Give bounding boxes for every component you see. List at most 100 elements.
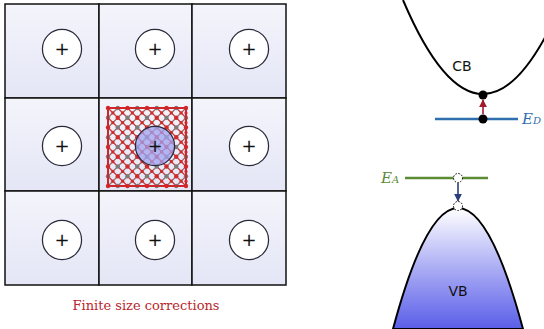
atom	[135, 125, 139, 129]
atom	[155, 174, 159, 178]
atom	[180, 121, 183, 124]
atom	[141, 180, 144, 183]
atom	[170, 170, 173, 173]
atom	[121, 131, 124, 134]
atom	[131, 180, 134, 183]
atom	[111, 111, 114, 114]
atom	[131, 160, 134, 163]
donor-level	[435, 118, 518, 121]
ion-circle: +	[228, 125, 270, 167]
atom	[121, 111, 124, 114]
atom	[174, 155, 178, 159]
atom	[170, 121, 173, 124]
atom	[111, 180, 114, 183]
atom	[174, 125, 178, 129]
charge-sign: +	[147, 40, 162, 58]
caption: Finite size corrections	[72, 298, 219, 313]
atom	[135, 164, 139, 168]
ion-circle: +	[134, 125, 176, 167]
ion-circle: +	[228, 219, 270, 261]
ion-circle: +	[228, 28, 270, 70]
atom	[180, 170, 183, 173]
atom	[164, 164, 168, 168]
atom	[121, 180, 124, 183]
grid-cell	[192, 98, 286, 191]
charge-sign: +	[241, 40, 256, 58]
atom	[111, 160, 114, 163]
atom	[111, 170, 114, 173]
atom	[141, 111, 144, 114]
charge-sign: +	[241, 137, 256, 155]
grid-cell	[99, 4, 192, 98]
charge-sign: +	[241, 231, 256, 249]
grid-cell	[99, 191, 192, 285]
acceptor-level	[405, 177, 488, 180]
atom	[180, 180, 183, 183]
ion-circle: +	[134, 219, 176, 261]
ion-circle: +	[41, 28, 83, 70]
acceptor-level-label: EA	[381, 169, 399, 187]
atom	[111, 141, 114, 144]
crystal-lattice	[106, 106, 188, 188]
donor-level-label: ED	[522, 110, 541, 128]
atom	[150, 170, 153, 173]
charge-sign: +	[147, 137, 162, 155]
ion-circle: +	[41, 125, 83, 167]
atom	[145, 174, 149, 178]
atom	[160, 121, 163, 124]
atom	[131, 131, 134, 134]
atom	[125, 155, 129, 159]
atom	[170, 111, 173, 114]
atom	[141, 170, 144, 173]
atom	[131, 170, 134, 173]
band-region: VB	[444, 282, 471, 300]
atom	[121, 141, 124, 144]
grid-cell	[5, 4, 99, 98]
valence-band	[393, 208, 523, 329]
atom	[174, 116, 178, 120]
atom	[135, 174, 139, 178]
atom	[121, 150, 124, 153]
excitation-arrow	[482, 100, 484, 114]
atom	[180, 160, 183, 163]
atom	[131, 150, 134, 153]
atom	[150, 121, 153, 124]
atom	[141, 121, 144, 124]
atom	[116, 174, 120, 178]
atom	[174, 164, 178, 168]
atom	[170, 180, 173, 183]
atom	[174, 135, 178, 139]
atom	[111, 121, 114, 124]
atom	[131, 141, 134, 144]
band-label: VB	[448, 284, 467, 298]
band-region: CB	[448, 57, 475, 75]
grid-cell	[5, 191, 99, 285]
atom	[111, 131, 114, 134]
atom	[164, 116, 168, 120]
atom	[180, 150, 183, 153]
charge-sign: +	[147, 231, 162, 249]
hole	[454, 202, 463, 211]
atom	[145, 116, 149, 120]
hole-arrow	[457, 183, 459, 201]
atom	[125, 116, 129, 120]
atom	[180, 111, 183, 114]
atom	[121, 170, 124, 173]
ion-circle: +	[134, 28, 176, 70]
ion-circle: +	[41, 219, 83, 261]
charge-sign: +	[54, 137, 69, 155]
atom	[164, 174, 168, 178]
atom	[170, 160, 173, 163]
grid-cell	[192, 191, 286, 285]
atom	[121, 121, 124, 124]
atom	[180, 141, 183, 144]
charge-sign: +	[54, 40, 69, 58]
atom	[180, 131, 183, 134]
atom	[125, 174, 129, 178]
conduction-band	[403, 0, 544, 94]
grid-cell	[99, 98, 192, 191]
atom	[160, 111, 163, 114]
atom	[150, 111, 153, 114]
atom	[116, 135, 120, 139]
supercell-outline	[108, 108, 186, 186]
